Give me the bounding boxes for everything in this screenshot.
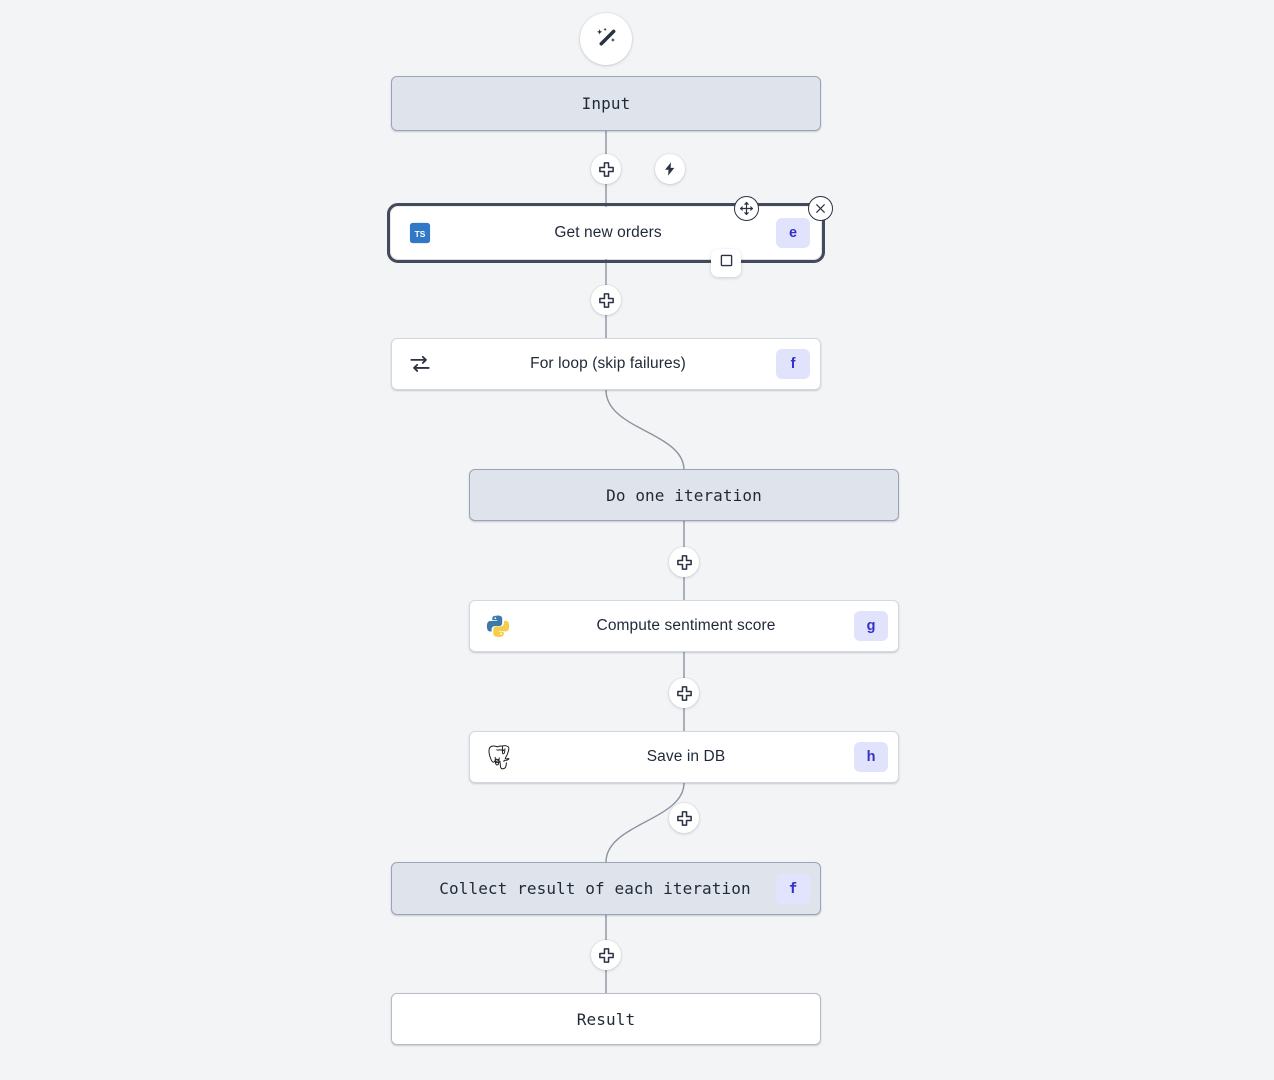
typescript-icon: TS — [400, 208, 440, 258]
plus-icon — [598, 292, 615, 309]
stop-button[interactable] — [711, 249, 741, 277]
insert-step-button-after-get-new-orders[interactable] — [591, 285, 621, 315]
node-result[interactable]: Result — [391, 993, 821, 1045]
postgresql-icon — [478, 732, 518, 782]
plus-icon — [598, 947, 615, 964]
node-do-one-iteration[interactable]: Do one iteration — [469, 469, 899, 521]
svg-text:TS: TS — [415, 229, 426, 239]
node-save-in-db[interactable]: Save in DB h — [469, 731, 899, 783]
plus-icon — [676, 685, 693, 702]
node-input[interactable]: Input — [391, 76, 821, 131]
node-compute-sentiment-score-label: Compute sentiment score — [596, 617, 776, 634]
plus-icon — [676, 810, 693, 827]
plus-icon — [598, 161, 615, 178]
node-collect-result-label: Collect result of each iteration — [439, 879, 751, 898]
insert-step-button-after-compute-sentiment-score[interactable] — [669, 678, 699, 708]
node-collect-result-badge: f — [776, 873, 810, 904]
magic-wand-icon — [593, 26, 619, 52]
node-collect-result[interactable]: Collect result of each iteration f — [391, 862, 821, 915]
node-compute-sentiment-score-badge: g — [854, 611, 888, 641]
python-icon — [478, 601, 518, 651]
insert-step-button-after-input[interactable] — [591, 154, 621, 184]
ai-magic-wand-button[interactable] — [580, 13, 632, 65]
stop-square-icon — [719, 253, 734, 273]
node-save-in-db-badge: h — [854, 742, 888, 772]
insert-step-button-after-save-in-db[interactable] — [669, 803, 699, 833]
move-icon — [739, 201, 754, 216]
edge-forloop-to-iterate — [605, 389, 685, 471]
close-handle[interactable] — [808, 196, 833, 221]
node-get-new-orders-label: Get new orders — [554, 224, 662, 241]
node-do-one-iteration-label: Do one iteration — [606, 485, 762, 505]
node-for-loop-label: For loop (skip failures) — [530, 355, 686, 372]
node-result-label: Result — [576, 1009, 636, 1029]
close-icon — [814, 202, 827, 215]
node-compute-sentiment-score[interactable]: Compute sentiment score g — [469, 600, 899, 652]
trigger-lightning-button[interactable] — [655, 154, 685, 184]
insert-step-button-after-do-one-iteration[interactable] — [669, 547, 699, 577]
lightning-icon — [662, 161, 678, 177]
node-input-label: Input — [581, 94, 631, 113]
move-handle[interactable] — [734, 196, 759, 221]
plus-icon — [676, 554, 693, 571]
node-save-in-db-label: Save in DB — [646, 748, 726, 765]
node-get-new-orders[interactable]: TS Get new orders e — [387, 203, 825, 263]
node-for-loop[interactable]: For loop (skip failures) f — [391, 338, 821, 390]
node-get-new-orders-badge: e — [776, 218, 810, 248]
loop-icon — [400, 339, 440, 389]
node-for-loop-badge: f — [776, 349, 810, 379]
insert-step-button-after-collect-result[interactable] — [591, 940, 621, 970]
